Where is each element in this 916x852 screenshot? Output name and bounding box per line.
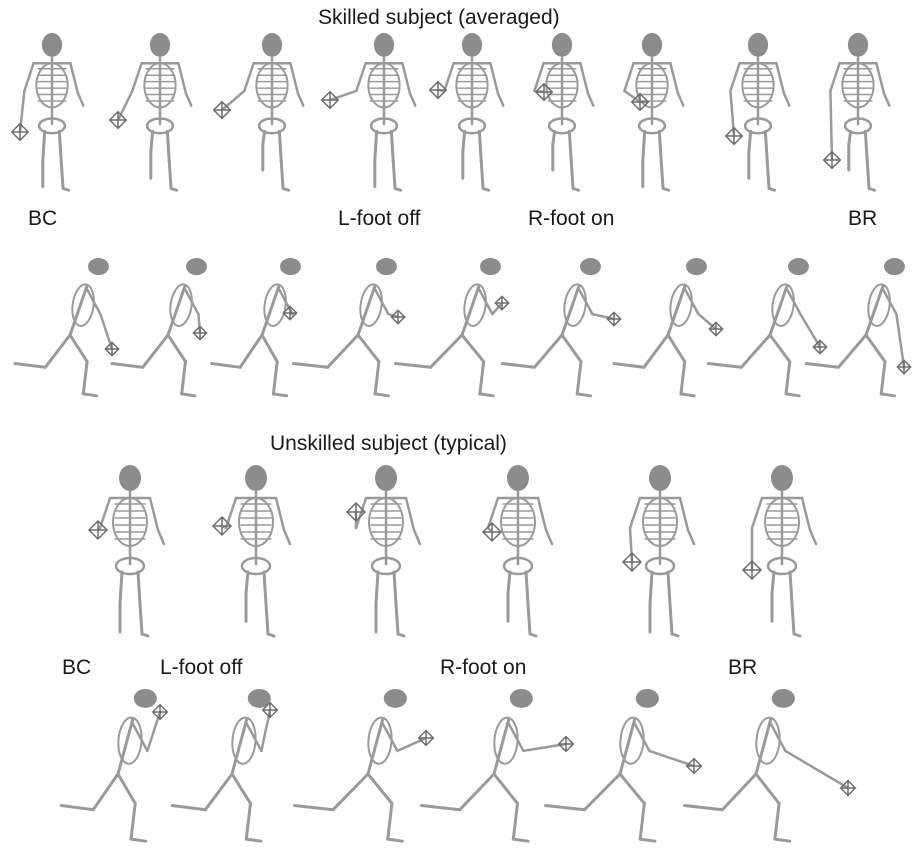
unskilled-side-skeleton-6 bbox=[685, 689, 856, 841]
skilled-side-row bbox=[0, 255, 916, 405]
unskilled-front-skeleton-4 bbox=[483, 465, 552, 636]
skilled-front-skeleton-6 bbox=[534, 33, 593, 190]
unskilled-side-skeleton-3 bbox=[295, 689, 434, 841]
skilled-side-skeleton-5 bbox=[396, 258, 509, 396]
unskilled-phase-br: BR bbox=[728, 656, 757, 680]
unskilled-front-skeleton-1 bbox=[89, 465, 164, 636]
unskilled-front-row bbox=[0, 458, 916, 648]
skilled-front-skeleton-4 bbox=[322, 33, 416, 190]
skilled-side-skeleton-8 bbox=[708, 258, 826, 396]
skilled-side-skeleton-9 bbox=[806, 258, 911, 396]
skilled-side-skeleton-6 bbox=[502, 258, 621, 396]
unskilled-side-skeleton-1 bbox=[61, 689, 167, 841]
skilled-side-skeleton-7 bbox=[614, 258, 723, 396]
skilled-front-skeleton-1 bbox=[12, 33, 84, 190]
skilled-side-skeleton-1 bbox=[15, 258, 119, 396]
unskilled-phase-rfoot-on: R-foot on bbox=[440, 656, 526, 680]
unskilled-phase-bc: BC bbox=[62, 656, 91, 680]
skilled-phase-br: BR bbox=[848, 207, 877, 231]
unskilled-side-skeleton-2 bbox=[172, 689, 277, 841]
skilled-front-skeleton-2 bbox=[110, 33, 192, 190]
skilled-title: Skilled subject (averaged) bbox=[318, 6, 560, 30]
skilled-phase-bc: BC bbox=[28, 207, 57, 231]
unskilled-front-skeleton-2 bbox=[213, 465, 290, 636]
skilled-side-skeleton-2 bbox=[112, 258, 207, 396]
skilled-side-skeleton-3 bbox=[212, 258, 301, 396]
unskilled-side-skeleton-4 bbox=[422, 689, 574, 841]
unskilled-side-skeleton-5 bbox=[545, 689, 701, 841]
skilled-phase-lfoot-off: L-foot off bbox=[338, 207, 421, 231]
unskilled-front-skeleton-5 bbox=[623, 465, 694, 636]
skilled-front-row bbox=[0, 30, 916, 200]
unskilled-front-skeleton-6 bbox=[743, 465, 816, 636]
skilled-side-skeleton-4 bbox=[293, 258, 404, 396]
skilled-front-skeleton-5 bbox=[430, 33, 504, 190]
unskilled-front-skeleton-3 bbox=[347, 465, 420, 636]
skilled-front-skeleton-7 bbox=[624, 33, 683, 190]
unskilled-phase-lfoot-off: L-foot off bbox=[160, 656, 243, 680]
skilled-front-skeleton-9 bbox=[824, 33, 890, 190]
skilled-front-skeleton-8 bbox=[726, 33, 790, 190]
skilled-phase-rfoot-on: R-foot on bbox=[528, 207, 614, 231]
unskilled-side-row bbox=[0, 682, 916, 847]
unskilled-title: Unskilled subject (typical) bbox=[270, 432, 507, 456]
skilled-front-skeleton-3 bbox=[214, 33, 304, 190]
